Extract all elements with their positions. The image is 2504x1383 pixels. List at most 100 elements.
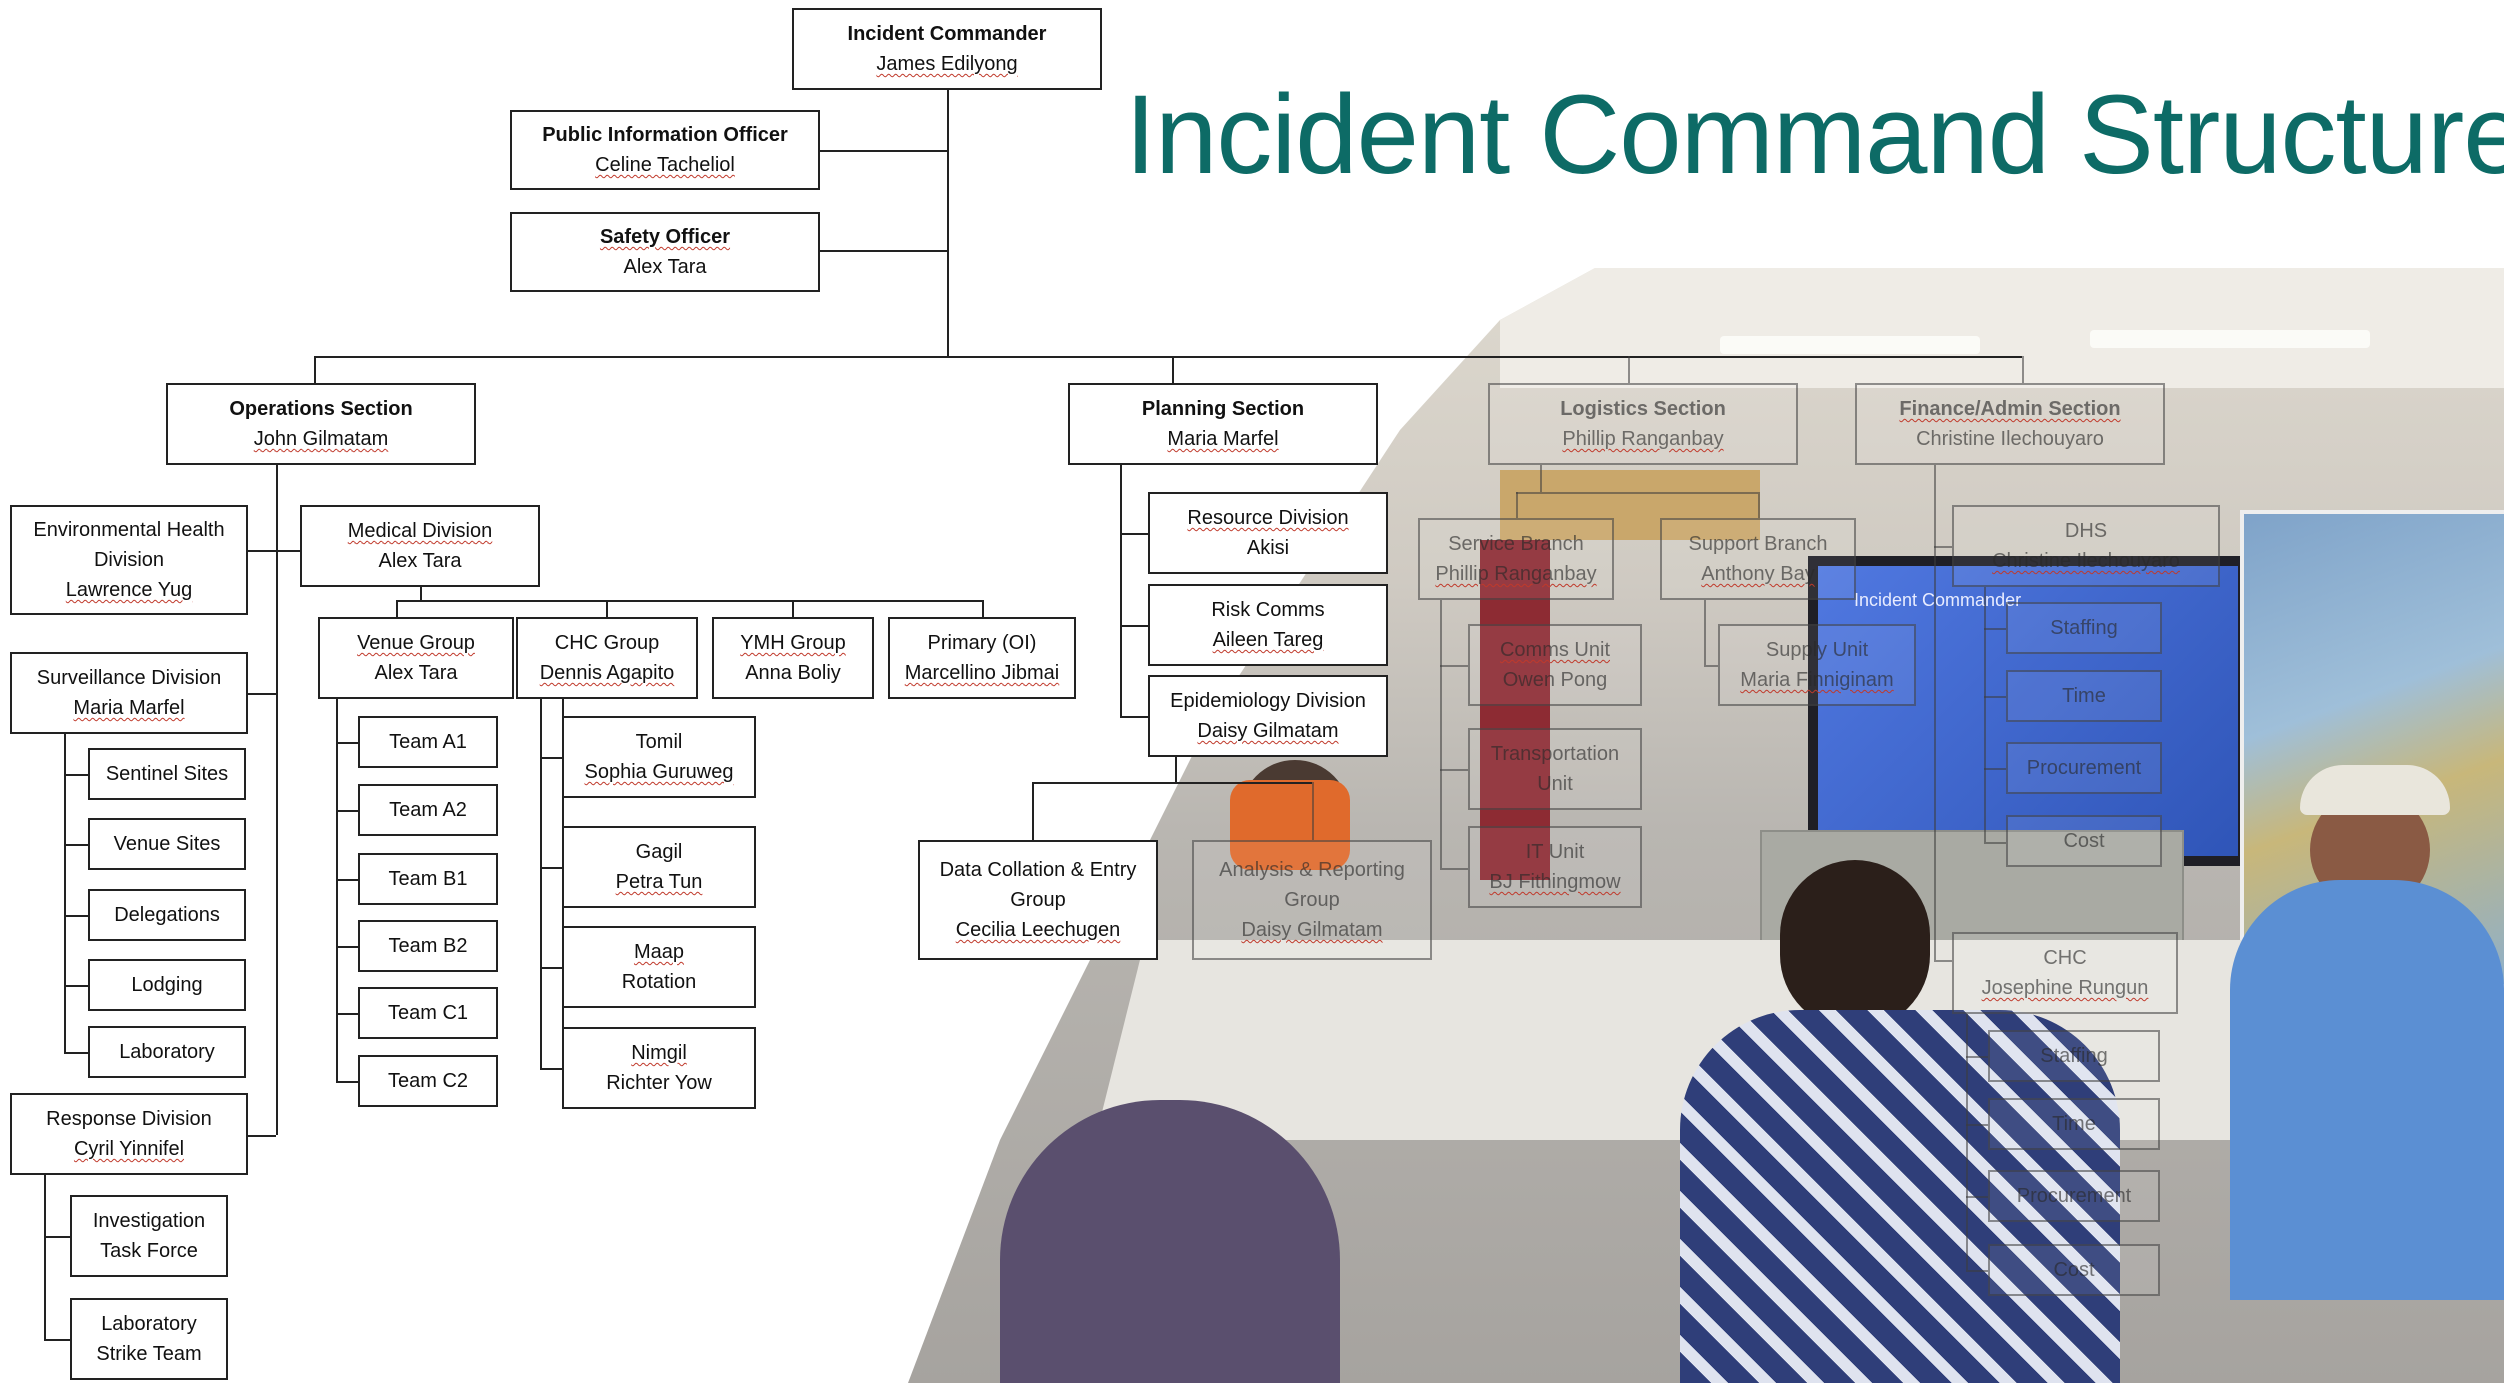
ceiling — [1500, 268, 2504, 388]
node-text: Group — [1010, 889, 1066, 911]
person-head — [1780, 860, 1930, 1030]
connector-line — [1032, 782, 1034, 840]
connector-line — [1934, 546, 1952, 548]
node-title: Team C2 — [387, 1070, 469, 1092]
org-node-venue-sites: Venue Sites — [88, 818, 246, 870]
connector-line — [64, 915, 88, 917]
node-title: Laboratory — [101, 1313, 197, 1335]
person-patterned-shirt — [1680, 1010, 2120, 1383]
connector-line — [248, 693, 276, 695]
node-text: Dennis Agapito — [539, 662, 675, 684]
node-title: Response Division — [46, 1108, 212, 1130]
connector-line — [1984, 587, 1986, 842]
connector-line — [1175, 757, 1177, 782]
node-title: CHC — [2043, 947, 2087, 969]
connector-line — [1172, 356, 1174, 383]
connector-line — [1758, 492, 1760, 518]
node-text: Task Force — [100, 1240, 198, 1262]
cap — [2300, 765, 2450, 815]
person-purple — [1000, 1100, 1340, 1383]
connector-line — [336, 699, 338, 1081]
node-text: Anna Boliy — [745, 662, 841, 684]
connector-line — [792, 600, 794, 617]
connector-line — [2022, 356, 2024, 383]
connector-line — [248, 1135, 276, 1137]
node-title: Tomil — [635, 731, 683, 753]
node-title: Service Branch — [1448, 533, 1584, 555]
connector-line — [540, 867, 562, 869]
org-node-dhs-cost: Cost — [2006, 815, 2162, 867]
node-text: Cecilia Leechugen — [955, 919, 1121, 941]
node-title: Safety Officer — [599, 226, 731, 248]
display-screen: Incident Commander — [1808, 556, 2248, 866]
node-title: Epidemiology Division — [1170, 690, 1366, 712]
node-text: Lawrence Yug — [65, 579, 193, 601]
org-node-dhs-staffing: Staffing — [2006, 602, 2162, 654]
node-text: John Gilmatam — [253, 428, 389, 450]
curtain — [1480, 540, 1550, 880]
node-title: Operations Section — [229, 398, 413, 420]
connector-line — [396, 600, 398, 617]
node-text: Alex Tara — [378, 550, 462, 572]
connector-line — [1934, 960, 1952, 962]
connector-line — [1120, 465, 1122, 716]
orange-vest — [1230, 780, 1350, 870]
connector-line — [64, 985, 88, 987]
node-title: Team A2 — [389, 799, 467, 821]
node-text: Celine Tacheliol — [595, 154, 735, 176]
connector-line — [1628, 356, 1630, 383]
org-node-team-c1: Team C1 — [358, 987, 498, 1039]
node-text: Division — [93, 549, 165, 571]
connector-line — [1966, 1196, 1988, 1198]
node-title: Environmental Health — [33, 519, 225, 541]
org-node-chc-cost: Cost — [1988, 1244, 2160, 1296]
org-node-chc: CHC Josephine Rungun — [1952, 932, 2178, 1014]
node-title: Analysis & Reporting — [1219, 859, 1405, 881]
org-node-lodging: Lodging — [88, 959, 246, 1011]
node-title: Finance/Admin Section — [1899, 398, 2121, 420]
page-title: Incident Command Structure — [1125, 72, 2504, 197]
connector-line — [44, 1339, 70, 1341]
connector-line — [1440, 600, 1442, 868]
node-title: Laboratory — [119, 1041, 215, 1063]
node-title: Risk Comms — [1211, 599, 1325, 621]
ceiling-light — [1720, 336, 1980, 354]
node-title: Delegations — [114, 904, 220, 926]
node-title: IT Unit — [1525, 841, 1585, 863]
connector-line — [606, 600, 608, 617]
node-title: Sentinel Sites — [105, 763, 229, 785]
connector-line — [1704, 600, 1706, 665]
org-node-laboratory: Laboratory — [88, 1026, 246, 1078]
node-title: Primary (OI) — [927, 632, 1037, 654]
node-title: Logistics Section — [1560, 398, 1726, 420]
connector-line — [1440, 769, 1468, 771]
connector-line — [1120, 533, 1148, 535]
node-text: Daisy Gilmatam — [1241, 919, 1383, 941]
connector-line — [276, 465, 278, 1135]
org-node-delegations: Delegations — [88, 889, 246, 941]
node-text: Christine Ilechouyaro — [1992, 550, 2180, 572]
connector-line — [64, 1052, 88, 1054]
node-text: Anthony Bay — [1701, 563, 1815, 585]
ceiling-light — [2090, 330, 2370, 348]
connector-line — [336, 810, 358, 812]
node-title: Incident Commander — [847, 23, 1047, 45]
node-text: Phillip Ranganbay — [1435, 563, 1597, 585]
connector-line — [1516, 492, 1518, 518]
node-text: Daisy Gilmatam — [1197, 720, 1339, 742]
node-text: Josephine Rungun — [1981, 977, 2149, 999]
node-title: Team C1 — [387, 1002, 469, 1024]
